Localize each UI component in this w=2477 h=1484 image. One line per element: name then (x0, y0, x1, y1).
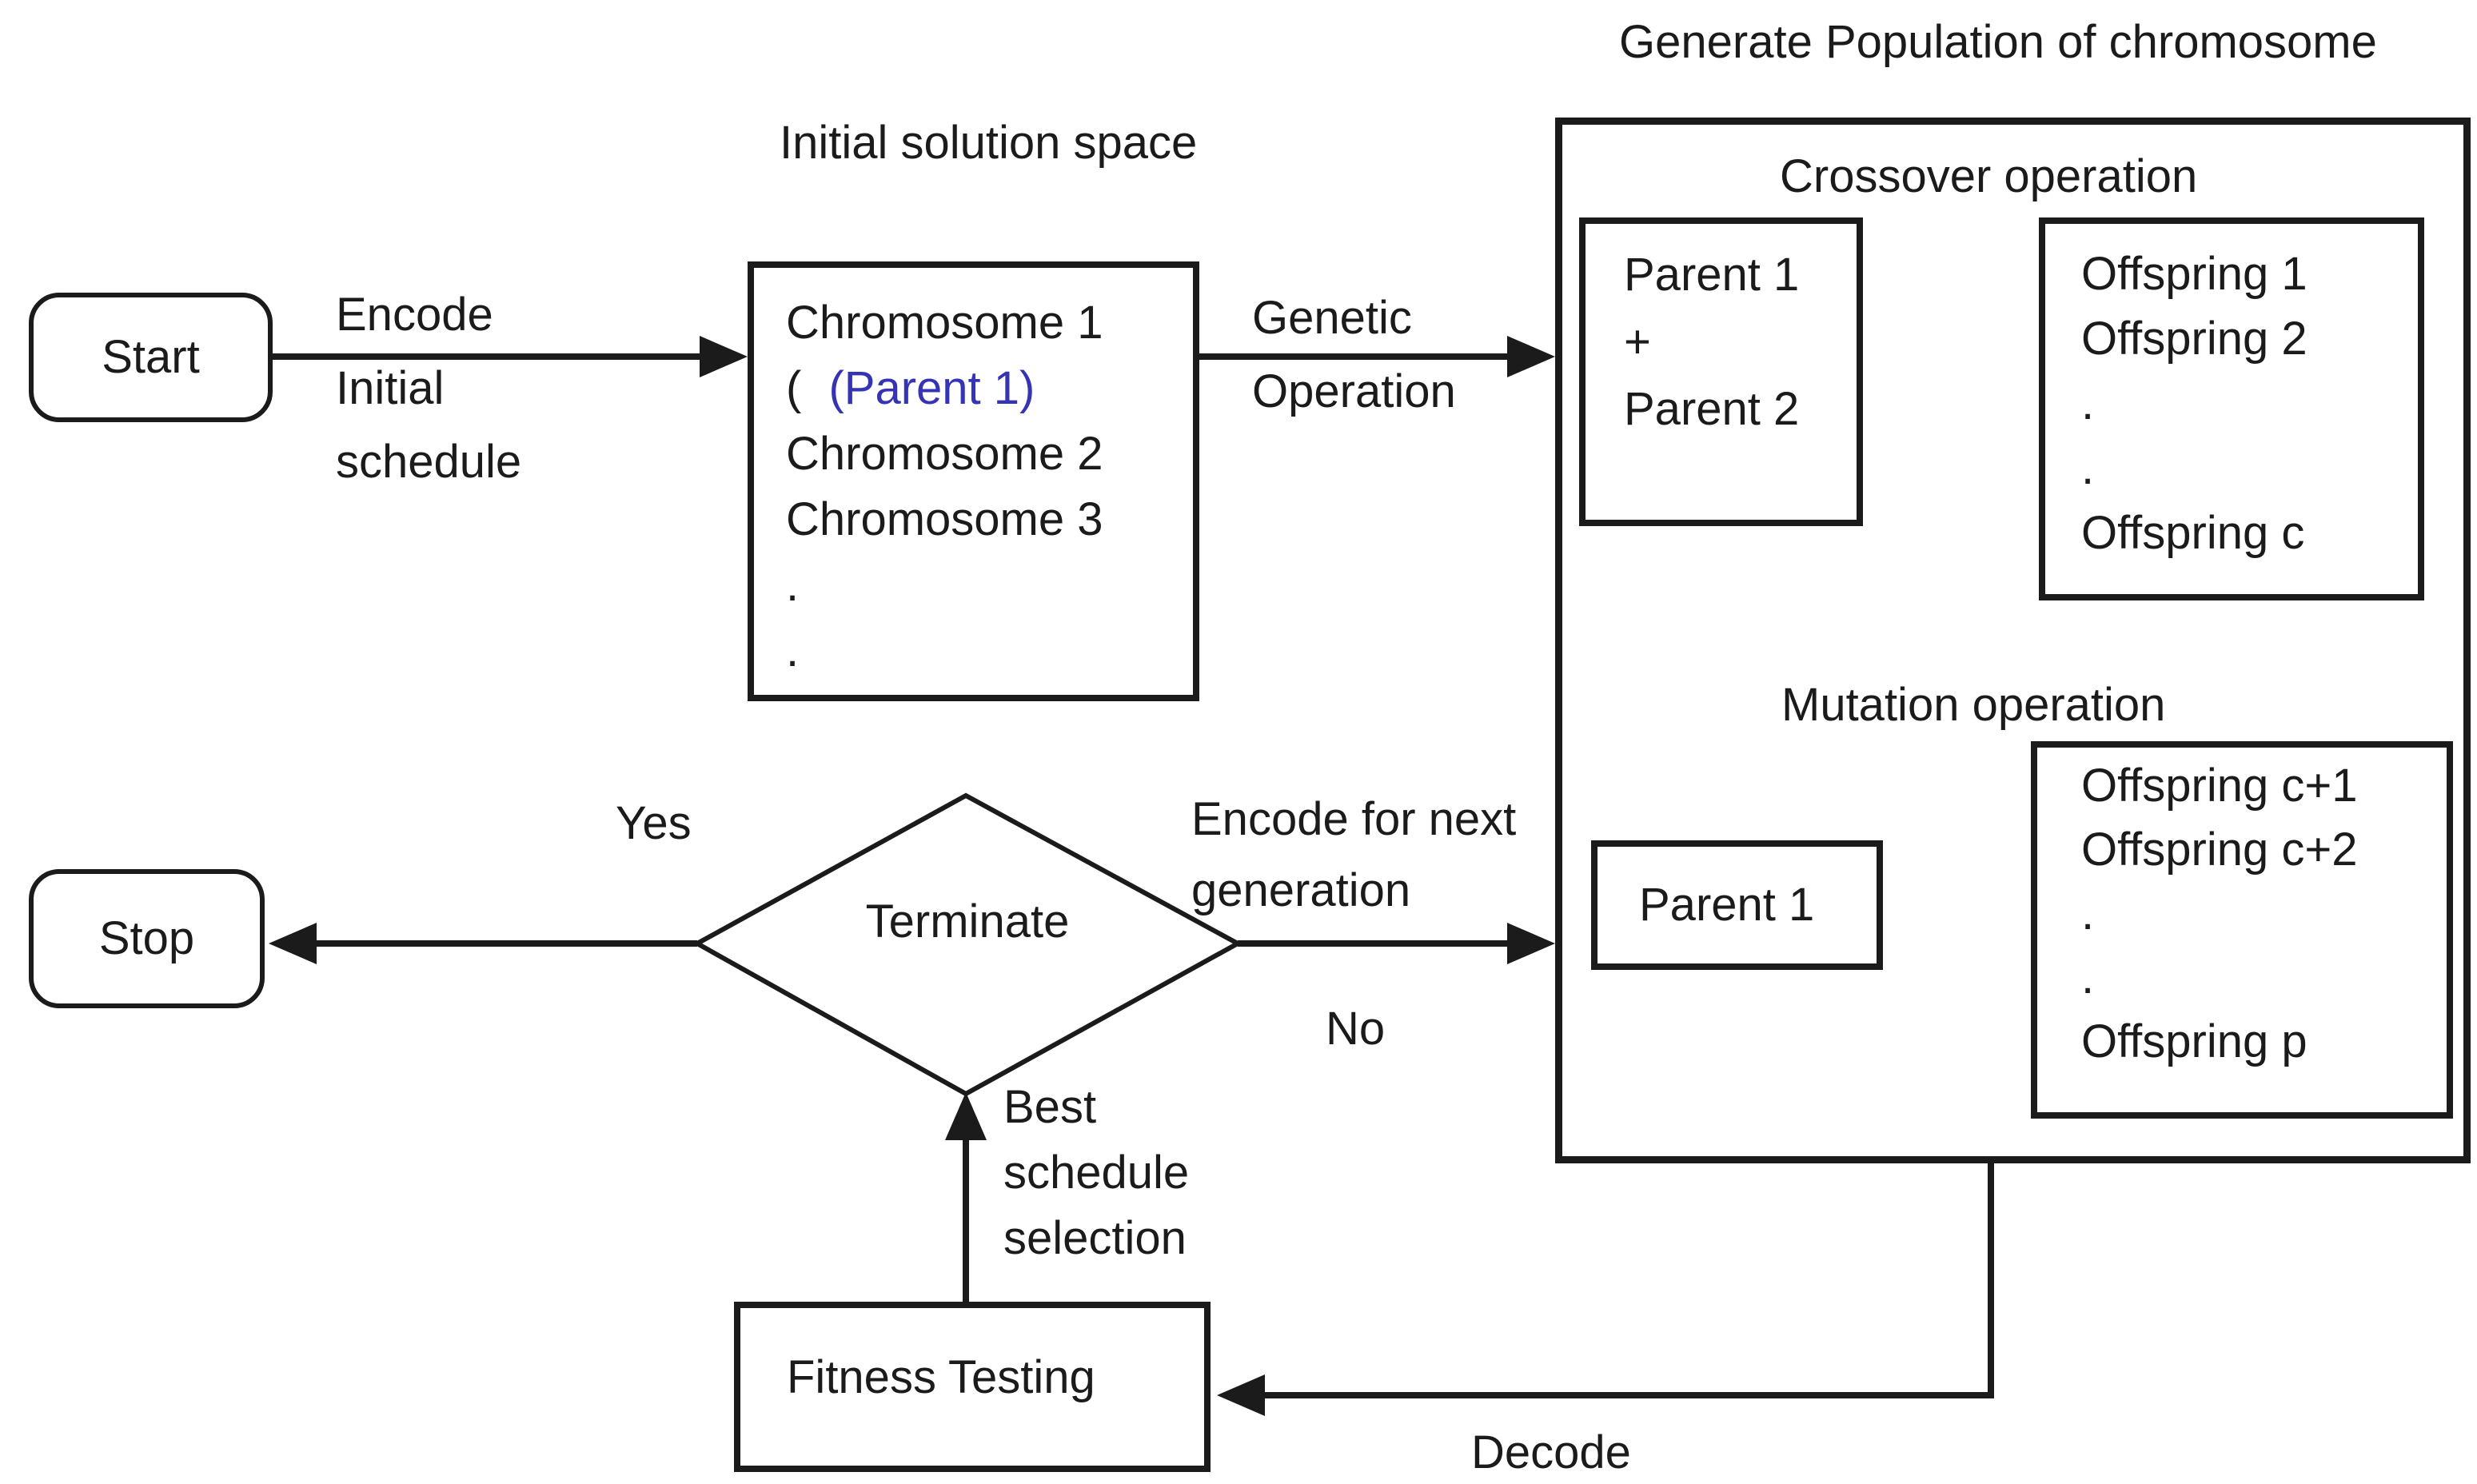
edge-label-line: Best (1003, 1081, 1097, 1133)
offspring-line: Offspring c (2081, 507, 2305, 559)
arrowhead-start-to-solution-icon (700, 336, 748, 377)
edge-label-genetic-operation: Genetic Operation (1252, 281, 1456, 429)
edge-label-yes: Yes (616, 797, 692, 849)
chromosome-line: Chromosome 3 (786, 493, 1103, 545)
arrowhead-solution-to-population-icon (1507, 336, 1555, 377)
edge-label-line: Operation (1252, 365, 1456, 417)
solution-space-caption: Initial solution space (780, 117, 1198, 169)
parent1-highlight: (Parent 1) (828, 362, 1035, 414)
offspring-line: Offspring c+2 (2081, 824, 2358, 876)
terminate-label: Terminate (865, 896, 1070, 947)
crossover-caption: Crossover operation (1780, 150, 2198, 202)
start-node: Start (29, 293, 273, 422)
fitness-testing-node: Fitness Testing (734, 1302, 1211, 1472)
offspring-line: Offspring c+1 (2081, 760, 2358, 812)
arrowhead-population-to-fitness-icon (1217, 1374, 1265, 1416)
ellipsis-dot: . (786, 624, 800, 676)
stop-node: Stop (29, 869, 265, 1008)
paren-mark: ( (786, 362, 802, 414)
edge-label-encode-initial: Encode Initial schedule (336, 278, 521, 499)
parent-line: Parent 1 (1639, 879, 1815, 931)
plus-sign: + (1624, 316, 1651, 368)
connector-population-to-fitness (1265, 1162, 1994, 1398)
mutation-caption: Mutation operation (1781, 679, 2166, 731)
parent-line: Parent 1 (1624, 249, 1800, 301)
parent-line: Parent 2 (1624, 383, 1800, 435)
mutation-offspring-node: Offspring c+1 Offspring c+2 . . Offsprin… (2031, 741, 2453, 1119)
edge-label-line: Initial (336, 362, 445, 414)
edge-label-line: schedule (336, 436, 522, 488)
solution-space-node: Chromosome 1 ( (Parent 1) Chromosome 2 C… (748, 261, 1199, 701)
fitness-label: Fitness Testing (787, 1350, 1095, 1403)
arrowhead-fitness-to-terminate-icon (945, 1092, 987, 1140)
ellipsis-dot: . (786, 559, 800, 611)
start-label: Start (102, 331, 200, 383)
chromosome-line: Chromosome 2 (786, 428, 1103, 480)
crossover-parents-node: Parent 1 + Parent 2 (1579, 217, 1863, 526)
edge-label-line: selection (1003, 1212, 1187, 1264)
arrowhead-terminate-to-stop-icon (269, 923, 317, 964)
edge-label-line: Encode (336, 289, 493, 341)
arrowhead-terminate-to-population-icon (1507, 923, 1555, 964)
edge-label-decode: Decode (1471, 1426, 1631, 1478)
edge-label-line: schedule (1003, 1147, 1190, 1199)
ellipsis-dot: . (2081, 377, 2095, 429)
edge-label-line: generation (1191, 864, 1411, 916)
offspring-line: Offspring 2 (2081, 313, 2307, 365)
solution-space-lines: Chromosome 1 ( (Parent 1) Chromosome 2 C… (786, 290, 1193, 684)
chromosome-parent-line: ( (Parent 1) (786, 356, 1193, 421)
ellipsis-dot: . (2081, 442, 2095, 494)
edge-label-line: Encode for next (1191, 793, 1517, 845)
stop-label: Stop (98, 912, 195, 964)
ellipsis-dot: . (2081, 888, 2095, 939)
chromosome-line: Chromosome 1 (786, 297, 1103, 349)
mutation-parent-node: Parent 1 (1591, 840, 1883, 970)
edge-label-line: Genetic (1252, 292, 1412, 344)
edge-label-encode-next: Encode for next generation (1191, 784, 1516, 926)
offspring-line: Offspring 1 (2081, 248, 2307, 300)
offspring-line: Offspring p (2081, 1015, 2307, 1067)
edge-label-no: No (1326, 1003, 1386, 1055)
crossover-offspring-node: Offspring 1 Offspring 2 . . Offspring c (2039, 217, 2424, 600)
population-title: Generate Population of chromosome (1619, 16, 2377, 68)
ellipsis-dot: . (2081, 951, 2095, 1003)
edge-label-best-selection: Best schedule selection (1003, 1075, 1189, 1271)
